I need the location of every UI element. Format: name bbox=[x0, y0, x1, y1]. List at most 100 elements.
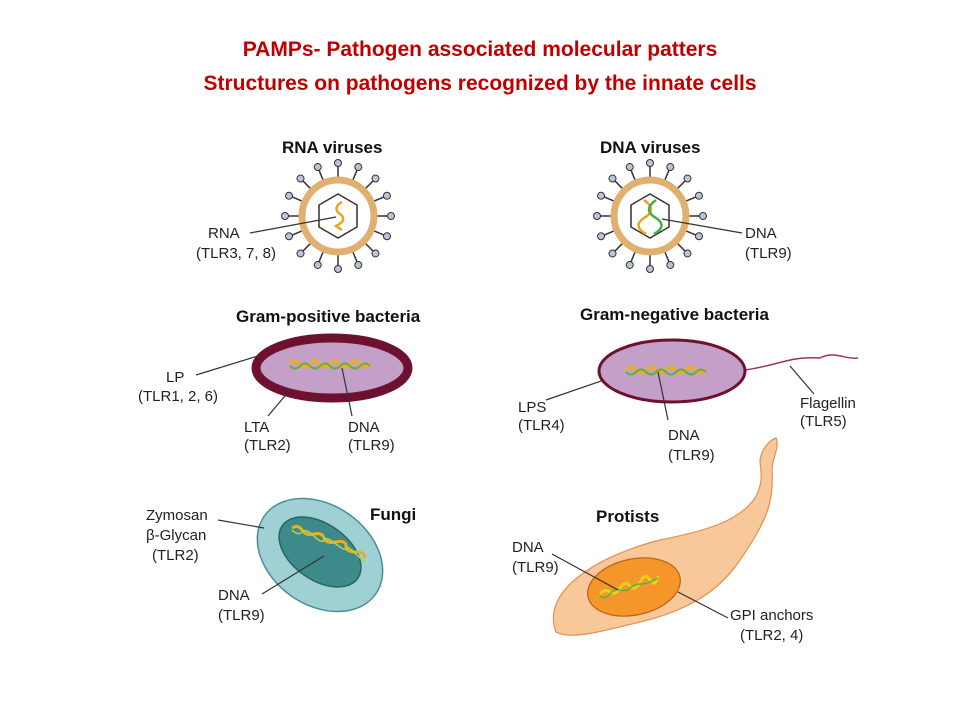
rna-virus-capsid bbox=[318, 193, 358, 239]
gram-negative-cell bbox=[597, 338, 747, 404]
virus-spike-stem bbox=[352, 251, 358, 263]
gram-negative-heading: Gram-negative bacteria bbox=[580, 305, 770, 324]
gpi-tlr-label: (TLR2, 4) bbox=[740, 627, 803, 644]
rna-genome bbox=[333, 200, 345, 232]
zymosan-label: Zymosan bbox=[146, 507, 208, 524]
virus-spike-stem bbox=[603, 230, 615, 236]
virus-spike-knob bbox=[382, 232, 391, 241]
protist-dna-strand bbox=[598, 575, 660, 596]
gram-negative-dna-strand-2 bbox=[625, 368, 707, 376]
lp-leader-line bbox=[195, 355, 259, 376]
virus-spike-stem bbox=[318, 169, 324, 181]
virus-spike-stem bbox=[291, 230, 303, 236]
virus-spike-knob bbox=[694, 191, 703, 200]
gram-positive-panel: Gram-positive bacteria LP (TLR1, 2, 6) L… bbox=[138, 307, 421, 454]
virus-spike-stem bbox=[318, 251, 324, 263]
virus-spike-stem bbox=[630, 169, 636, 181]
virus-spike-knob bbox=[313, 260, 322, 269]
protist-dna-leader-line bbox=[551, 553, 619, 591]
gram-negative-dna-label: DNA bbox=[668, 427, 700, 444]
gram-negative-dna-strand bbox=[624, 365, 708, 375]
virus-spike-stem bbox=[365, 180, 374, 189]
virus-spike-stem bbox=[373, 230, 385, 236]
virus-spike-stem bbox=[677, 243, 686, 252]
virus-spike-knob bbox=[285, 232, 294, 241]
flagellin-label: Flagellin bbox=[800, 395, 856, 412]
glycan-label: β-Glycan bbox=[146, 527, 206, 544]
virus-spike-knob bbox=[666, 163, 675, 172]
gram-positive-dna-label: DNA bbox=[348, 419, 380, 436]
flagellin-tlr-label: (TLR5) bbox=[800, 413, 847, 430]
virus-spike-knob bbox=[296, 174, 305, 183]
gram-positive-dna-tlr-label: (TLR9) bbox=[348, 437, 395, 454]
virus-spike-knob bbox=[296, 249, 305, 258]
lp-tlr-label: (TLR1, 2, 6) bbox=[138, 388, 218, 405]
virus-spike-knob bbox=[646, 265, 654, 273]
slide-title-line1: PAMPs- Pathogen associated molecular pat… bbox=[242, 38, 718, 61]
protist-body bbox=[552, 437, 778, 636]
flagellin-leader-line bbox=[789, 365, 815, 395]
virus-spike-knob bbox=[354, 260, 363, 269]
fungi-dna-leader-line bbox=[261, 555, 325, 595]
virus-spike-stem bbox=[291, 196, 303, 202]
virus-spike-stem bbox=[664, 169, 670, 181]
lps-leader-line bbox=[545, 379, 605, 401]
lta-leader-line bbox=[267, 389, 291, 417]
dna-virus-spikes bbox=[593, 159, 707, 273]
virus-spike-knob bbox=[371, 174, 380, 183]
gpi-leader-line bbox=[677, 591, 729, 619]
flagellum bbox=[744, 354, 859, 371]
rna-virus-spikes bbox=[281, 159, 395, 273]
virus-spike-stem bbox=[664, 251, 670, 263]
virus-spike-stem bbox=[677, 180, 686, 189]
virus-spike-knob bbox=[354, 163, 363, 172]
dna-virus-capsid bbox=[630, 193, 670, 239]
virus-spike-knob bbox=[683, 249, 692, 258]
virus-spike-knob bbox=[285, 191, 294, 200]
fungi-nucleus bbox=[278, 516, 362, 588]
gram-positive-dna-strand-2 bbox=[289, 362, 371, 370]
lp-label: LP bbox=[166, 369, 184, 386]
rna-virus-panel: RNA viruses RNA (TLR3, 7, 8) bbox=[196, 138, 395, 273]
virus-spike-stem bbox=[302, 180, 311, 189]
dna-virus-label: DNA bbox=[745, 225, 777, 242]
virus-spike-stem bbox=[614, 180, 623, 189]
dna-virus-genome bbox=[637, 198, 663, 236]
virus-spike-stem bbox=[352, 169, 358, 181]
virus-spike-knob bbox=[382, 191, 391, 200]
dna-virus-panel: DNA viruses DNA (TLR9) bbox=[593, 138, 792, 273]
protists-panel: Protists DNA (TLR9) GPI anchors (TLR2, 4… bbox=[512, 437, 813, 644]
dna-virus-leader-line bbox=[661, 218, 743, 234]
gram-positive-dna-leader-line bbox=[341, 367, 353, 417]
rna-label: RNA bbox=[208, 225, 240, 242]
virus-spike-knob bbox=[597, 232, 606, 241]
virus-spike-knob bbox=[625, 260, 634, 269]
virus-spike-knob bbox=[371, 249, 380, 258]
virus-spike-knob bbox=[666, 260, 675, 269]
virus-spike-knob bbox=[334, 265, 342, 273]
virus-spike-stem bbox=[685, 196, 697, 202]
zymosan-leader-line bbox=[217, 519, 265, 529]
virus-spike-knob bbox=[593, 212, 601, 220]
virus-spike-knob bbox=[313, 163, 322, 172]
virus-spike-stem bbox=[614, 243, 623, 252]
gram-positive-heading: Gram-positive bacteria bbox=[236, 307, 421, 326]
fungi-tlr2-label: (TLR2) bbox=[152, 547, 199, 564]
lps-label: LPS bbox=[518, 399, 546, 416]
protist-dna-label: DNA bbox=[512, 539, 544, 556]
lta-tlr-label: (TLR2) bbox=[244, 437, 291, 454]
gpi-anchors-label: GPI anchors bbox=[730, 607, 813, 624]
fungi-dna-strand-2 bbox=[291, 529, 366, 562]
gram-positive-dna-strand bbox=[288, 359, 372, 369]
virus-spike-knob bbox=[683, 174, 692, 183]
virus-spike-stem bbox=[630, 251, 636, 263]
virus-spike-stem bbox=[373, 196, 385, 202]
virus-spike-knob bbox=[597, 191, 606, 200]
slide-title-line2: Structures on pathogens recognized by th… bbox=[203, 72, 757, 95]
rna-tlr-label: (TLR3, 7, 8) bbox=[196, 245, 276, 262]
virus-spike-stem bbox=[685, 230, 697, 236]
dna-virus-tlr-label: (TLR9) bbox=[745, 245, 792, 262]
virus-spike-knob bbox=[625, 163, 634, 172]
fungi-dna-label: DNA bbox=[218, 587, 250, 604]
